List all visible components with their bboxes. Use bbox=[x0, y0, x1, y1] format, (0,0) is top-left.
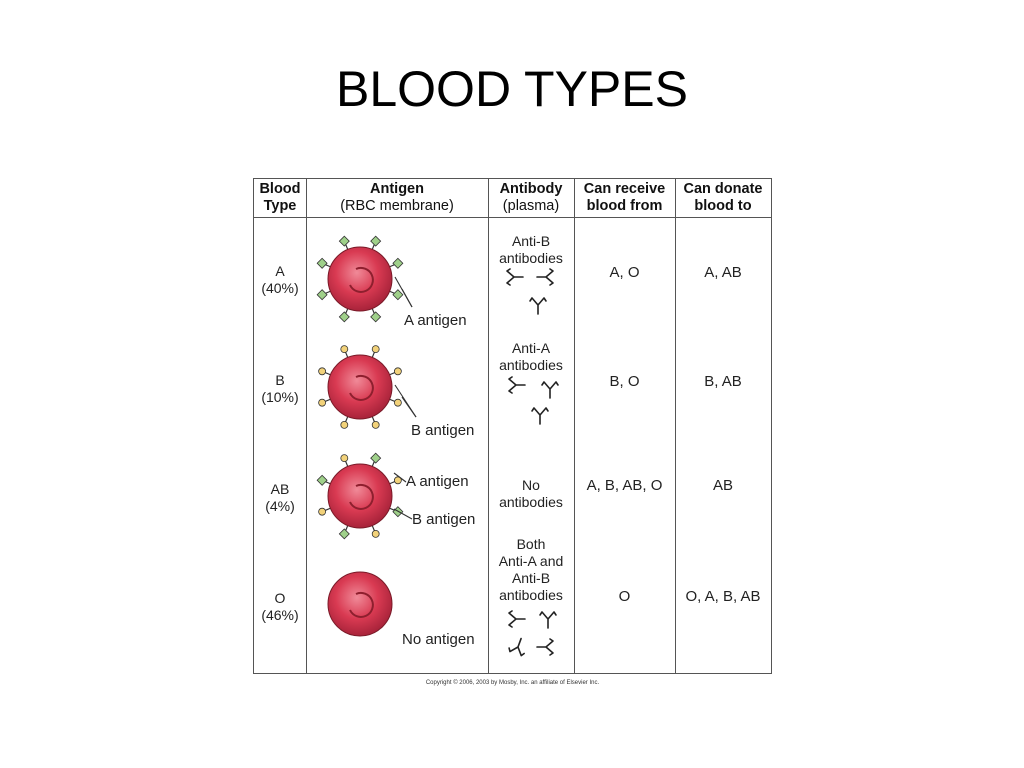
a-antigen-icon bbox=[338, 311, 350, 323]
red-blood-cell-icon bbox=[327, 354, 393, 420]
b-antigen-icon bbox=[371, 529, 380, 538]
b-antigen-icon bbox=[318, 507, 327, 516]
red-blood-cell-icon bbox=[327, 571, 393, 637]
row-ab-type: AB(4%) bbox=[265, 481, 295, 514]
b-antigen-icon bbox=[393, 367, 402, 376]
antibody-icon bbox=[508, 376, 526, 394]
antibody-icon bbox=[508, 610, 526, 628]
antibody-icon bbox=[529, 297, 547, 315]
slide-title: BLOOD TYPES bbox=[336, 61, 688, 117]
a-antigen-icon bbox=[338, 235, 350, 247]
row-a-antigen-label: A antigen bbox=[404, 312, 467, 329]
b-antigen-icon bbox=[340, 345, 349, 354]
antibody-icon bbox=[536, 638, 554, 656]
row-o-antigen-label: No antigen bbox=[402, 631, 475, 648]
a-antigen-icon bbox=[370, 235, 382, 247]
b-antigen-icon bbox=[371, 345, 380, 354]
red-blood-cell-icon bbox=[327, 246, 393, 312]
copyright-note: Copyright © 2006, 2003 by Mosby, Inc. an… bbox=[425, 680, 600, 686]
b-antigen-icon bbox=[371, 420, 380, 429]
row-ab-b-antigen-label: B antigen bbox=[412, 511, 476, 528]
row-o-receive: O bbox=[618, 588, 631, 605]
a-antigen-icon bbox=[316, 289, 328, 301]
b-antigen-icon bbox=[393, 476, 402, 485]
row-a-type: A(40%) bbox=[261, 263, 299, 296]
row-a-donate: A, AB bbox=[704, 264, 742, 281]
antibody-icon bbox=[536, 268, 554, 286]
antibody-icons bbox=[506, 268, 559, 657]
row-ab-donate: AB bbox=[712, 477, 733, 494]
a-antigen-icon bbox=[392, 289, 404, 301]
row-b-type: B(10%) bbox=[261, 372, 299, 405]
antibody-icon bbox=[506, 268, 524, 286]
antibody-icon bbox=[508, 637, 525, 657]
header-antibody: Antibody(plasma) bbox=[499, 181, 563, 214]
antigen-illustrations bbox=[316, 235, 417, 637]
rbc-type-ab bbox=[316, 452, 404, 540]
a-antigen-icon bbox=[338, 528, 350, 540]
row-ab-receive: A, B, AB, O bbox=[586, 477, 663, 494]
rbc-type-o bbox=[327, 571, 393, 637]
header-antigen: Antigen(RBC membrane) bbox=[340, 181, 454, 214]
b-antigen-icon bbox=[340, 420, 349, 429]
row-b-antigen-label: B antigen bbox=[411, 422, 475, 439]
antibody-icon bbox=[539, 611, 557, 629]
row-a-receive: A, O bbox=[609, 264, 640, 281]
row-b-receive: B, O bbox=[609, 373, 640, 390]
rbc-type-a bbox=[316, 235, 404, 323]
red-blood-cell-icon bbox=[327, 463, 393, 529]
a-antigen-icon bbox=[316, 257, 328, 269]
b-antigen-icon bbox=[318, 367, 327, 376]
a-antigen-icon bbox=[370, 452, 382, 464]
b-antigen-icon bbox=[340, 454, 349, 463]
row-o-donate: O, A, B, AB bbox=[685, 588, 761, 605]
b-antigen-icon bbox=[393, 398, 402, 407]
antibody-icon bbox=[541, 381, 559, 399]
rbc-type-b bbox=[318, 345, 402, 429]
a-antigen-icon bbox=[392, 257, 404, 269]
antibody-icon bbox=[531, 407, 549, 425]
row-b-donate: B, AB bbox=[704, 373, 742, 390]
row-ab-a-antigen-label: A antigen bbox=[406, 473, 469, 490]
a-antigen-icon bbox=[316, 474, 328, 486]
row-o-type: O(46%) bbox=[261, 590, 299, 623]
a-antigen-icon bbox=[370, 311, 382, 323]
b-antigen-icon bbox=[318, 398, 327, 407]
